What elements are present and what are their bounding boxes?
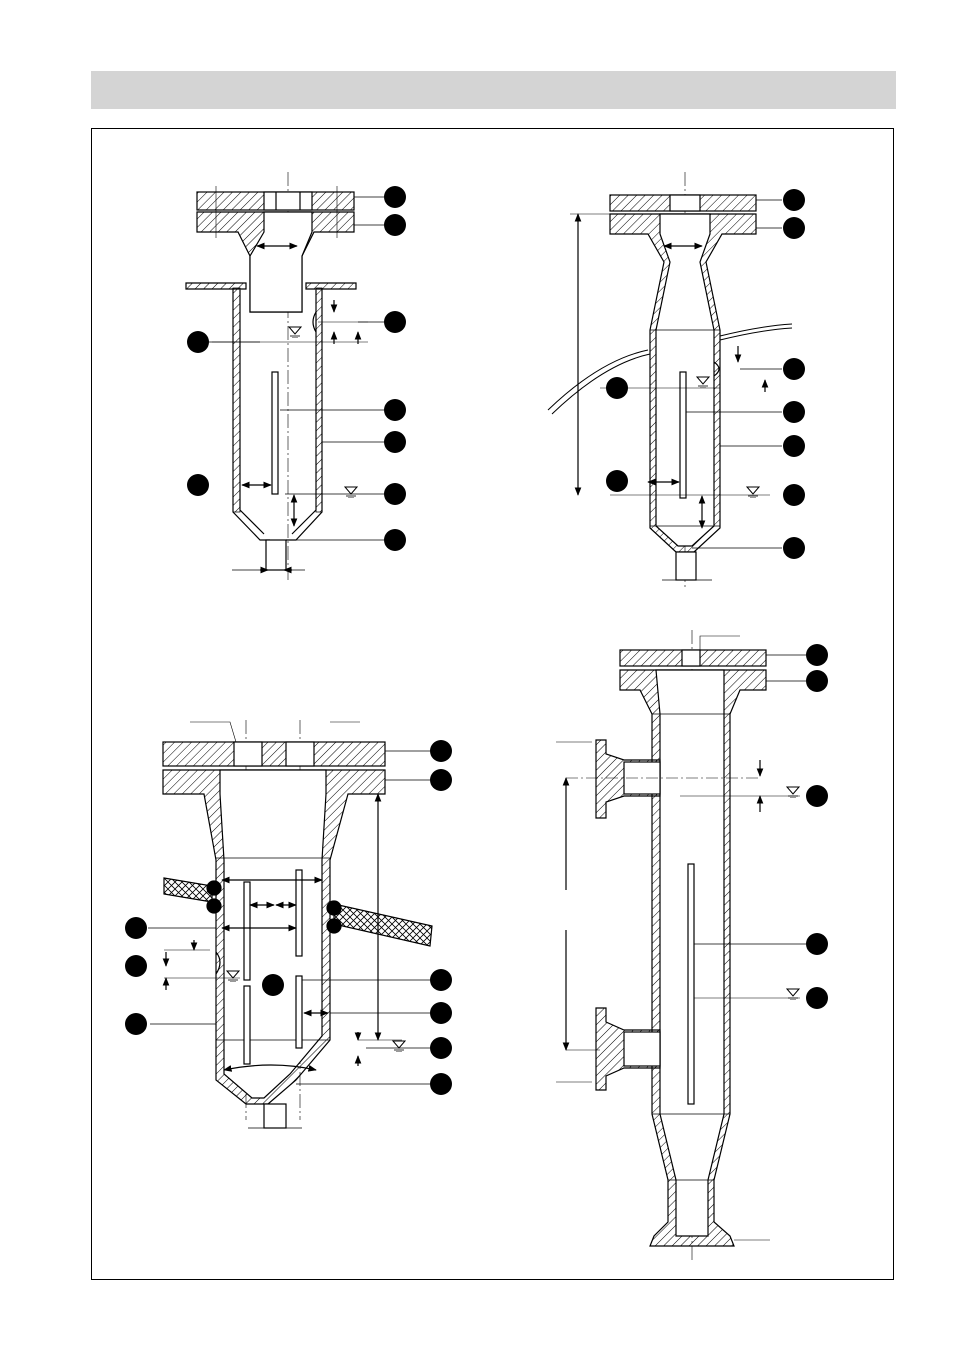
callout-marker: [783, 435, 805, 457]
callout-marker: [384, 214, 406, 236]
callout-marker: [606, 377, 628, 399]
callout-marker: [430, 1037, 452, 1059]
callout-marker: [430, 1073, 452, 1095]
drawing-frame: [91, 128, 894, 1280]
drawing-chamber-a: [185, 172, 406, 580]
callout-marker: [187, 474, 209, 496]
callout-marker: [806, 644, 828, 666]
callout-marker: [125, 955, 147, 977]
callout-marker: [187, 331, 209, 353]
callout-marker: [783, 401, 805, 423]
callout-marker: [606, 470, 628, 492]
callout-marker: [430, 740, 452, 762]
header-bar: [91, 71, 896, 109]
callout-marker: [384, 311, 406, 333]
callout-marker: [783, 484, 805, 506]
callout-marker: [430, 1002, 452, 1024]
callout-marker: [783, 537, 805, 559]
callout-marker: [806, 933, 828, 955]
callout-marker: [806, 987, 828, 1009]
callout-marker: [783, 217, 805, 239]
callout-marker: [384, 431, 406, 453]
callout-marker: [125, 1013, 147, 1035]
callout-marker: [430, 769, 452, 791]
callout-marker: [384, 186, 406, 208]
callout-marker: [384, 529, 406, 551]
drawing-chamber-c: [125, 720, 452, 1129]
drawing-chamber-d: [556, 630, 828, 1260]
callout-marker: [806, 670, 828, 692]
callout-marker: [125, 917, 147, 939]
callout-marker: [783, 189, 805, 211]
callout-marker: [262, 974, 284, 996]
callout-marker: [384, 483, 406, 505]
callout-marker: [783, 358, 805, 380]
callout-marker: [806, 785, 828, 807]
callout-marker: [384, 399, 406, 421]
drawing-chamber-b: [547, 172, 805, 590]
callout-marker: [430, 969, 452, 991]
